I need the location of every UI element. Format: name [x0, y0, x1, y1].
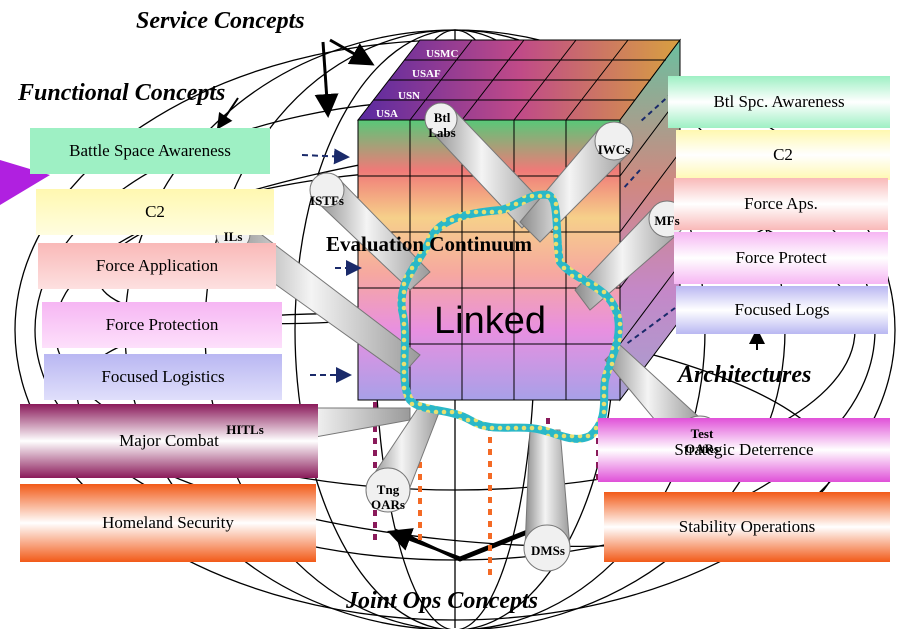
linked-outline	[397, 190, 623, 443]
node-test-oars: Test OARs	[685, 426, 719, 456]
box-major-combat-label: Major Combat	[119, 431, 219, 450]
node-dmss: DMSs	[531, 543, 565, 558]
service-label-usa: USA	[376, 108, 399, 120]
box-homeland-security-label: Homeland Security	[102, 513, 234, 532]
node-iwcs: IWCs	[597, 142, 631, 157]
box-major-combat-fill	[20, 404, 318, 478]
service-label-usn: USN	[398, 90, 421, 102]
box-strategic-deterrence-fill	[598, 418, 890, 482]
right-connectors	[621, 92, 676, 346]
box-c2-right: C2	[676, 130, 890, 180]
service-label-usmc: USMC	[426, 48, 459, 60]
node-mfs: MFs	[654, 213, 680, 228]
box-homeland-security: Homeland Security	[20, 484, 316, 562]
node-tng-oars: Tng OARs	[371, 482, 405, 512]
box-focused-logistics: Focused Logistics	[44, 354, 282, 400]
node-istfs: ISTFs	[310, 193, 344, 208]
functional-concepts-heading: Functional Concepts	[18, 80, 226, 106]
box-btl-spc-awareness: Btl Spc. Awareness	[668, 76, 890, 128]
node-hitls: HITLs	[226, 422, 264, 437]
box-strategic-deterrence-label: Strategic Deterrence	[674, 440, 814, 459]
box-strategic-deterrence: Strategic Deterrence	[598, 418, 890, 482]
joint-ops-concepts-heading: Joint Ops Concepts	[346, 588, 539, 614]
box-focused-logs: Focused Logs	[676, 286, 888, 334]
left-connectors	[301, 148, 362, 383]
linked-label: Linked	[434, 300, 546, 342]
node-btl-labs: Btl Labs	[428, 110, 456, 140]
box-force-protection: Force Protection	[42, 302, 282, 348]
box-force-application: Force Application	[38, 243, 276, 289]
box-major-combat: Major Combat	[20, 404, 318, 478]
box-stability-operations-fill	[604, 492, 890, 562]
node-ils: ILs	[223, 229, 243, 244]
box-force-aps: Force Aps.	[674, 178, 888, 230]
service-concepts-heading: Service Concepts	[136, 8, 305, 34]
box-battle-space-awareness: Battle Space Awareness	[30, 128, 270, 174]
evaluation-continuum-label: Evaluation Continuum	[326, 232, 532, 256]
service-label-usaf: USAF	[412, 68, 441, 80]
architectures-heading: Architectures	[678, 362, 812, 388]
box-homeland-security-fill	[20, 484, 316, 562]
box-stability-operations-label: Stability Operations	[678, 517, 816, 536]
box-c2-left: C2	[36, 189, 274, 235]
box-force-protect: Force Protect	[674, 232, 888, 284]
box-stability-operations: Stability Operations	[604, 492, 890, 562]
